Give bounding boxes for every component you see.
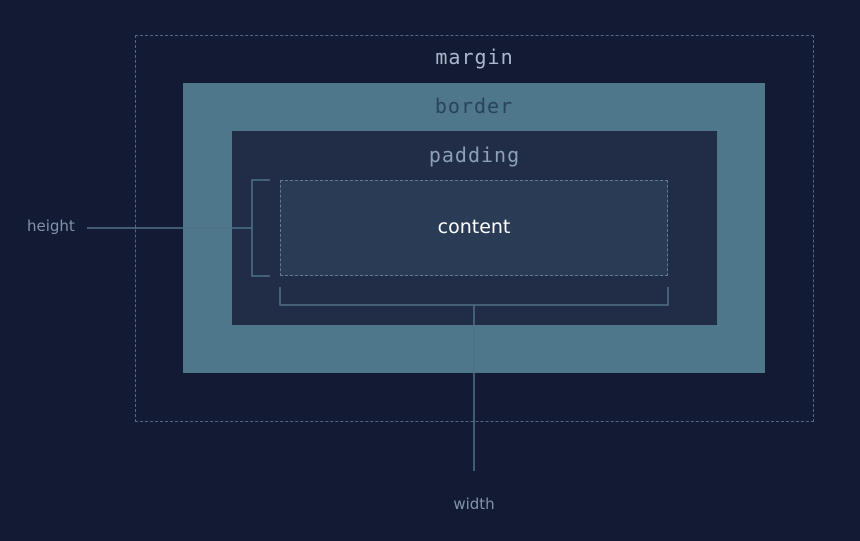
- content-area: [280, 180, 668, 276]
- width-label: width: [453, 495, 495, 513]
- height-bracket: [251, 179, 270, 277]
- width-bracket: [279, 287, 669, 306]
- margin-label: margin: [435, 45, 514, 69]
- border-label: border: [434, 94, 514, 118]
- padding-label: padding: [428, 143, 521, 167]
- content-label: content: [437, 216, 511, 238]
- height-label: height: [27, 217, 75, 235]
